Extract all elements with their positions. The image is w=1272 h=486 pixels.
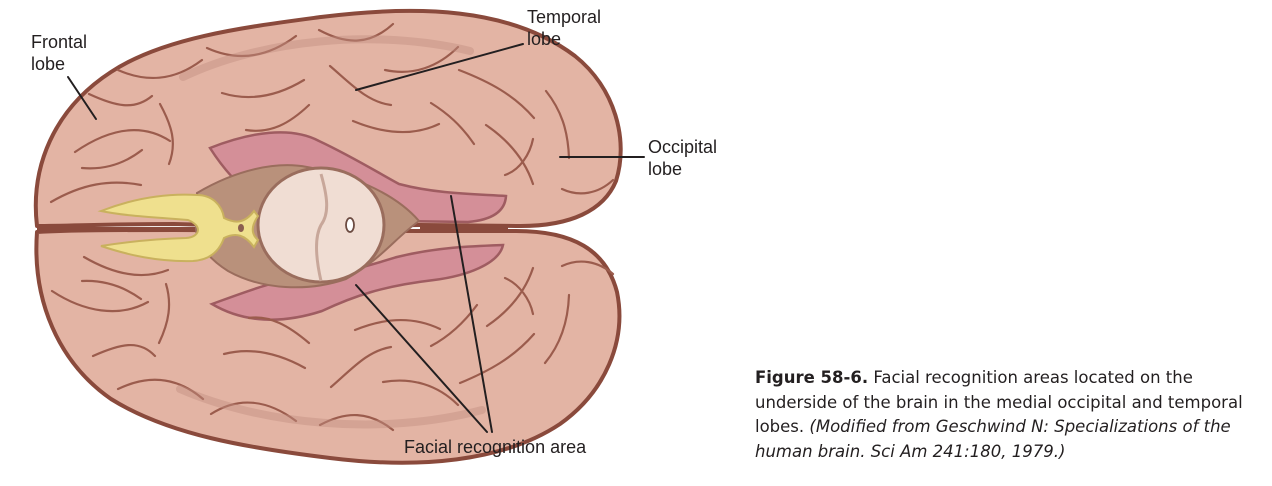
- occipital-lobe-label: Occipital lobe: [648, 136, 717, 180]
- temporal-leader-line: [355, 43, 524, 91]
- facial-lower-leader-line: [355, 284, 488, 433]
- frontal-lobe-label-line-2: lobe: [31, 54, 66, 74]
- frontal-lobe-label-line-1: Frontal: [31, 32, 88, 52]
- brain-inner-shading: [176, 35, 486, 429]
- midbrain-cleft: [315, 173, 329, 282]
- figure-number: Figure 58-6.: [755, 368, 869, 387]
- cerebral-aqueduct: [345, 217, 355, 233]
- brain-gyri-pattern: [49, 22, 615, 432]
- leader-lines: [67, 43, 645, 433]
- frontal-leader-line: [67, 76, 97, 120]
- brain-underside-view: [33, 8, 623, 465]
- optic-nerves-and-chiasm: [97, 193, 260, 263]
- midline-fissure: [37, 226, 508, 231]
- temporal-lobe-label-line-1: Temporal: [527, 7, 602, 27]
- pituitary-stalk: [238, 224, 244, 232]
- figure-caption: Figure 58-6. Facial recognition areas lo…: [755, 366, 1251, 464]
- facial-recognition-area-label: Facial recognition area: [404, 437, 587, 457]
- temporal-lobe-label-line-2: lobe: [527, 29, 562, 49]
- temporal-lobe-label: Temporal lobe: [527, 6, 601, 50]
- occipital-lobe-label-line-1: Occipital: [648, 137, 718, 157]
- facial-upper-leader-line: [450, 195, 493, 433]
- occipital-lobe-label-line-2: lobe: [648, 159, 683, 179]
- caption-source: (Modified from Geschwind N: Specializati…: [755, 417, 1231, 461]
- frontal-lobe-label: Frontal lobe: [31, 31, 87, 75]
- caption-description: Facial recognition areas located on the …: [755, 368, 1243, 437]
